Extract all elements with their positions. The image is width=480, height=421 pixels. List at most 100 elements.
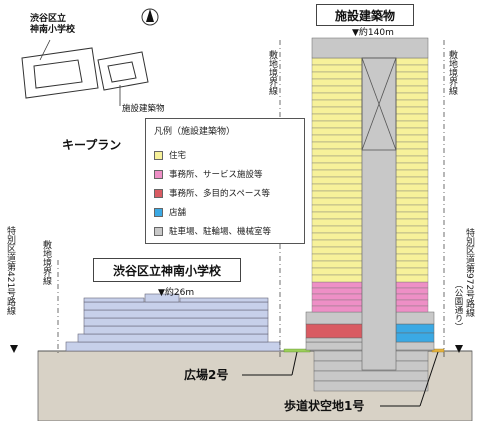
- tower-floor: [311, 299, 363, 307]
- tower-floor: [395, 287, 429, 295]
- tower-floor: [395, 127, 429, 136]
- road-right-marker: [455, 345, 463, 353]
- tower-floor: [395, 299, 429, 307]
- boundary-label-school-left: 敷地境界線: [41, 240, 51, 285]
- legend-item-office-service: 事務所、サービス施設等: [154, 168, 263, 180]
- road-left-label: 特別区道第421号路線: [5, 226, 15, 316]
- tower-floor: [395, 134, 429, 143]
- legend-swatch: [154, 150, 163, 160]
- tower-height-label: ▼約140m: [352, 28, 394, 38]
- tower-floor: [395, 190, 429, 199]
- tower-floor: [311, 113, 363, 122]
- tower-floor: [395, 232, 429, 241]
- tower-floor: [311, 260, 363, 269]
- legend-item-residential: 住宅: [154, 149, 186, 161]
- tower-floor: [311, 305, 363, 313]
- legend-swatch: [154, 169, 163, 179]
- tower-floor: [311, 281, 363, 289]
- tower-floor: [395, 99, 429, 108]
- walkway-label: 歩道状空地1号: [284, 399, 365, 413]
- tower-floor: [395, 120, 429, 129]
- school-title: 渋谷区立神南小学校: [93, 258, 241, 282]
- legend-swatch: [154, 226, 163, 236]
- tower-core: [361, 57, 397, 371]
- tower-floor: [311, 120, 363, 129]
- tower-floor: [311, 293, 363, 301]
- tower-floor: [395, 293, 429, 301]
- tower-floor: [395, 176, 429, 185]
- road-right-label: 特別区道第972号路線: [464, 228, 474, 318]
- tower-floor: [311, 176, 363, 185]
- tower-floor: [311, 204, 363, 213]
- legend-item-parking: 駐車場、駐輪場、機械室等: [154, 225, 271, 237]
- tower-floor: [395, 305, 429, 313]
- road-right-sublabel: （公園通り）: [453, 280, 463, 331]
- tower-floor: [395, 239, 429, 248]
- tower-rooftop: [311, 37, 429, 59]
- tower-floor: [395, 274, 429, 283]
- tower-floor: [311, 183, 363, 192]
- keyplan-title: キープラン: [62, 138, 122, 152]
- tower-floor: [311, 71, 363, 80]
- keyplan-building-label: 施設建築物: [122, 104, 165, 114]
- tower-floor: [311, 162, 363, 171]
- tower-floor: [395, 113, 429, 122]
- tower-floor: [311, 211, 363, 220]
- tower-floor: [311, 64, 363, 73]
- tower-floor: [395, 106, 429, 115]
- tower-floor: [311, 267, 363, 276]
- tower-floor: [395, 218, 429, 227]
- tower-floor: [311, 92, 363, 101]
- legend-swatch: [154, 188, 163, 198]
- legend-item-office-multipurpose: 事務所、多目的スペース等: [154, 187, 270, 199]
- tower-floor: [395, 225, 429, 234]
- tower-floor: [311, 106, 363, 115]
- legend-title: 凡例（施設建築物）: [154, 127, 236, 137]
- tower-floor: [311, 246, 363, 255]
- tower-floor: [395, 204, 429, 213]
- tower-floor: [395, 169, 429, 178]
- tower-floor: [311, 169, 363, 178]
- tower-floor: [395, 85, 429, 94]
- tower-floor: [395, 64, 429, 73]
- tower-floor: [311, 232, 363, 241]
- tower-floor: [311, 190, 363, 199]
- tower-floor: [311, 253, 363, 262]
- school-height-label: ▼約26m: [158, 288, 195, 298]
- tower-floor: [311, 134, 363, 143]
- tower-floor: [395, 57, 429, 66]
- tower-floor: [395, 92, 429, 101]
- tower-floor: [311, 78, 363, 87]
- tower-floor: [395, 260, 429, 269]
- tower-floor: [395, 253, 429, 262]
- tower-floor: [311, 99, 363, 108]
- boundary-label-tower-left: 敷地境界線: [267, 50, 277, 95]
- tower-floor: [395, 211, 429, 220]
- legend-box: 凡例（施設建築物） 住宅 事務所、サービス施設等 事務所、多目的スペース等 店舗…: [145, 118, 305, 244]
- tower-floor: [311, 148, 363, 157]
- tower-floor: [311, 127, 363, 136]
- tower-floor: [311, 274, 363, 283]
- keyplan-map: [21, 8, 159, 106]
- tower-floor: [395, 246, 429, 255]
- tower-floor: [395, 78, 429, 87]
- tower-floor: [311, 141, 363, 150]
- tower-floor: [395, 148, 429, 157]
- tower-floor: [311, 155, 363, 164]
- tower-floor: [311, 218, 363, 227]
- school-building: [65, 293, 281, 352]
- keyplan-school-label: 渋谷区立 神南小学校: [30, 14, 76, 35]
- building-title: 施設建築物: [316, 4, 414, 26]
- road-left-marker: [10, 345, 18, 353]
- legend-item-shops: 店舗: [154, 206, 186, 218]
- tower-floor: [395, 141, 429, 150]
- tower-floor: [395, 162, 429, 171]
- tower-floor: [395, 267, 429, 276]
- tower-floor: [395, 71, 429, 80]
- boundary-label-tower-right: 敷地境界線: [447, 50, 457, 95]
- tower-floor: [395, 197, 429, 206]
- tower-podium: [305, 311, 435, 343]
- tower-floor: [311, 225, 363, 234]
- tower-floor: [311, 197, 363, 206]
- tower-floor: [311, 85, 363, 94]
